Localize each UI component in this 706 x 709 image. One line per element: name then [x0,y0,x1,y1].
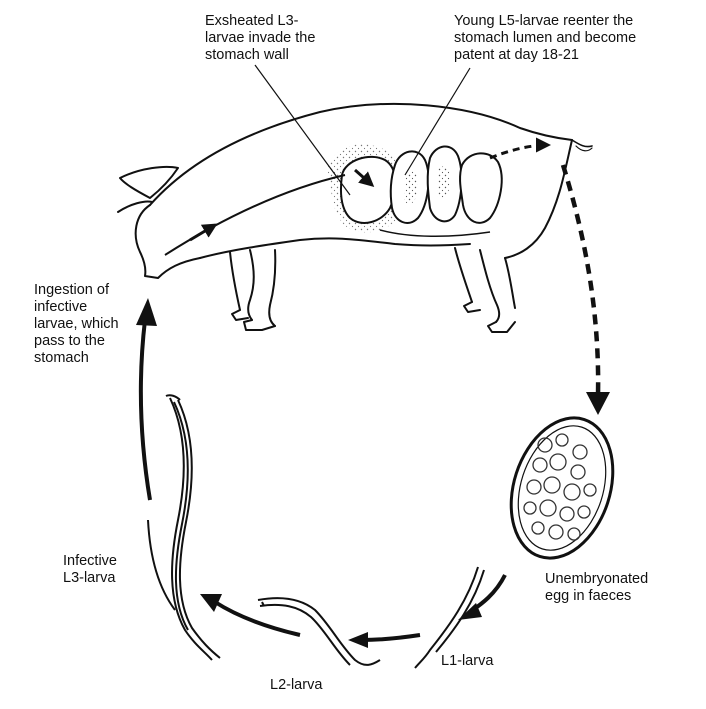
dashed-arrow-to-rectum [489,137,551,160]
intestine-illustration [379,145,503,238]
label-l2-larva: L2-larva [270,677,323,693]
migration-arrow-stomach [354,168,375,187]
label-ingestion: Ingestion of infective larvae, which pas… [34,282,119,366]
arrow-l1-to-l2 [361,633,421,642]
arrow-l2-to-l3-head [200,594,222,612]
label-egg-in-faeces: Unembryonated egg in faeces [545,571,649,604]
label-young-l5: Young L5-larvae reenter the stomach lume… [454,13,637,63]
pointer-line-young-l5 [404,67,471,176]
l1-larva [414,566,485,669]
cycle-arc-left [147,519,176,611]
dashed-arrow-to-egg [560,164,601,396]
label-l1-larva: L1-larva [441,653,494,669]
pig-illustration [117,102,593,333]
l3-larva [165,394,221,661]
arrow-l3-to-ingestion-head [136,298,157,326]
l2-larva [257,597,381,666]
migration-path [164,174,346,256]
stomach-illustration [327,144,407,233]
migration-arrow [189,223,218,242]
label-infective-l3: Infective L3-larva [63,553,117,586]
arrow-l3-to-ingestion [138,319,152,501]
label-exsheated-l3: Exsheated L3- larvae invade the stomach … [205,13,316,63]
arrow-l2-to-l3 [213,600,301,637]
egg-illustration [509,416,615,560]
pointer-line-exsheated [254,64,351,196]
arrow-l1-to-l2-head [348,632,368,648]
dashed-arrow-to-egg-head [586,392,610,415]
